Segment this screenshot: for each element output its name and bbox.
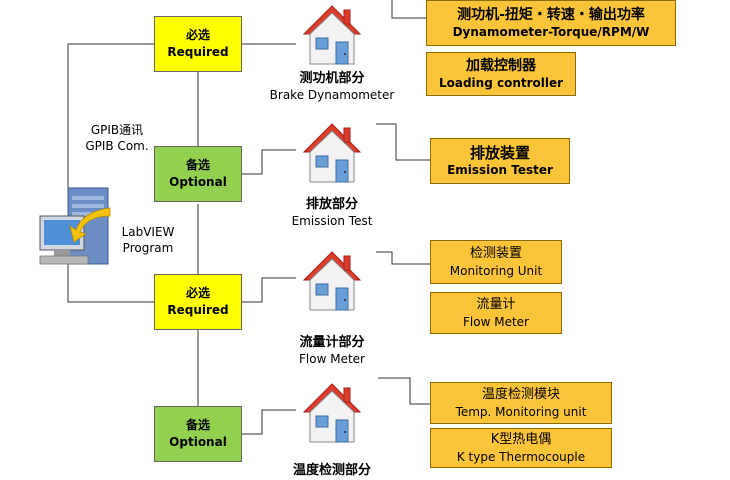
item-label-zh: 流量计 <box>476 297 516 312</box>
node-label-zh: 备选 <box>185 158 210 172</box>
item-label-en: K type Thermocouple <box>456 450 586 464</box>
required-node-flow[interactable]: 必选 Required <box>154 274 242 330</box>
item-flow-meter[interactable]: 流量计 Flow Meter <box>430 292 562 334</box>
node-label-en: Optional <box>169 435 227 449</box>
gpib-label-en: GPIB Com. <box>85 139 149 153</box>
section-title-zh: 排放部分 <box>305 197 358 212</box>
item-label-en: Flow Meter <box>463 315 529 329</box>
node-label-zh: 备选 <box>185 418 210 432</box>
gpib-label: GPIB通讯 GPIB Com. <box>82 122 152 154</box>
node-label-zh: 必选 <box>185 286 210 300</box>
item-label-en: Monitoring Unit <box>449 264 543 278</box>
node-label-zh: 必选 <box>185 28 210 42</box>
item-label-zh: 加载控制器 <box>466 58 536 74</box>
labview-label-line1: LabVIEW <box>121 225 175 239</box>
item-label-zh: 测功机-扭矩・转速・输出功率 <box>457 7 645 23</box>
labview-label-line2: Program <box>122 241 174 255</box>
node-label-en: Required <box>167 45 229 59</box>
item-label-zh: 温度检测模块 <box>481 387 560 402</box>
section-temp: 温度检测部分 <box>258 462 406 479</box>
item-loading-controller[interactable]: 加载控制器 Loading controller <box>426 52 576 96</box>
item-dyno-torque[interactable]: 测功机-扭矩・转速・输出功率 Dynamometer-Torque/RPM/W <box>426 0 676 46</box>
item-temp-monitoring[interactable]: 温度检测模块 Temp. Monitoring unit <box>430 382 612 424</box>
house-icon-flow <box>303 251 361 311</box>
node-label-en: Optional <box>169 175 227 189</box>
item-monitoring-unit[interactable]: 检测装置 Monitoring Unit <box>430 240 562 284</box>
required-node-dyno[interactable]: 必选 Required <box>154 16 242 72</box>
section-title-zh: 温度检测部分 <box>292 463 371 478</box>
optional-node-temp[interactable]: 备选 Optional <box>154 406 242 462</box>
item-label-zh: K型热电偶 <box>490 432 552 447</box>
item-label-zh: 检测装置 <box>469 246 522 261</box>
node-label-en: Required <box>167 303 229 317</box>
item-label-en: Emission Tester <box>447 163 553 177</box>
optional-node-emission[interactable]: 备选 Optional <box>154 146 242 202</box>
item-label-en: Dynamometer-Torque/RPM/W <box>452 25 650 39</box>
gpib-label-zh: GPIB通讯 <box>90 123 144 137</box>
section-title-en: Flow Meter <box>299 352 365 366</box>
house-icon-emission <box>303 123 361 183</box>
section-title-en: Emission Test <box>291 214 373 228</box>
section-emission: 排放部分 Emission Test <box>258 196 406 230</box>
section-dyno: 测功机部分 Brake Dynamometer <box>258 70 406 104</box>
section-title-zh: 流量计部分 <box>299 335 365 350</box>
item-emission-tester[interactable]: 排放装置 Emission Tester <box>430 138 570 184</box>
labview-label: LabVIEW Program <box>118 224 178 256</box>
section-title-zh: 测功机部分 <box>299 71 365 86</box>
item-thermocouple[interactable]: K型热电偶 K type Thermocouple <box>430 428 612 468</box>
house-icon-dyno <box>303 5 361 65</box>
item-label-en: Temp. Monitoring unit <box>455 405 587 419</box>
section-title-en: Brake Dynamometer <box>269 88 395 102</box>
section-flow: 流量计部分 Flow Meter <box>258 334 406 368</box>
house-icon-temp <box>303 383 361 443</box>
item-label-en: Loading controller <box>438 76 564 90</box>
computer-icon[interactable] <box>36 186 116 268</box>
item-label-zh: 排放装置 <box>469 144 530 162</box>
